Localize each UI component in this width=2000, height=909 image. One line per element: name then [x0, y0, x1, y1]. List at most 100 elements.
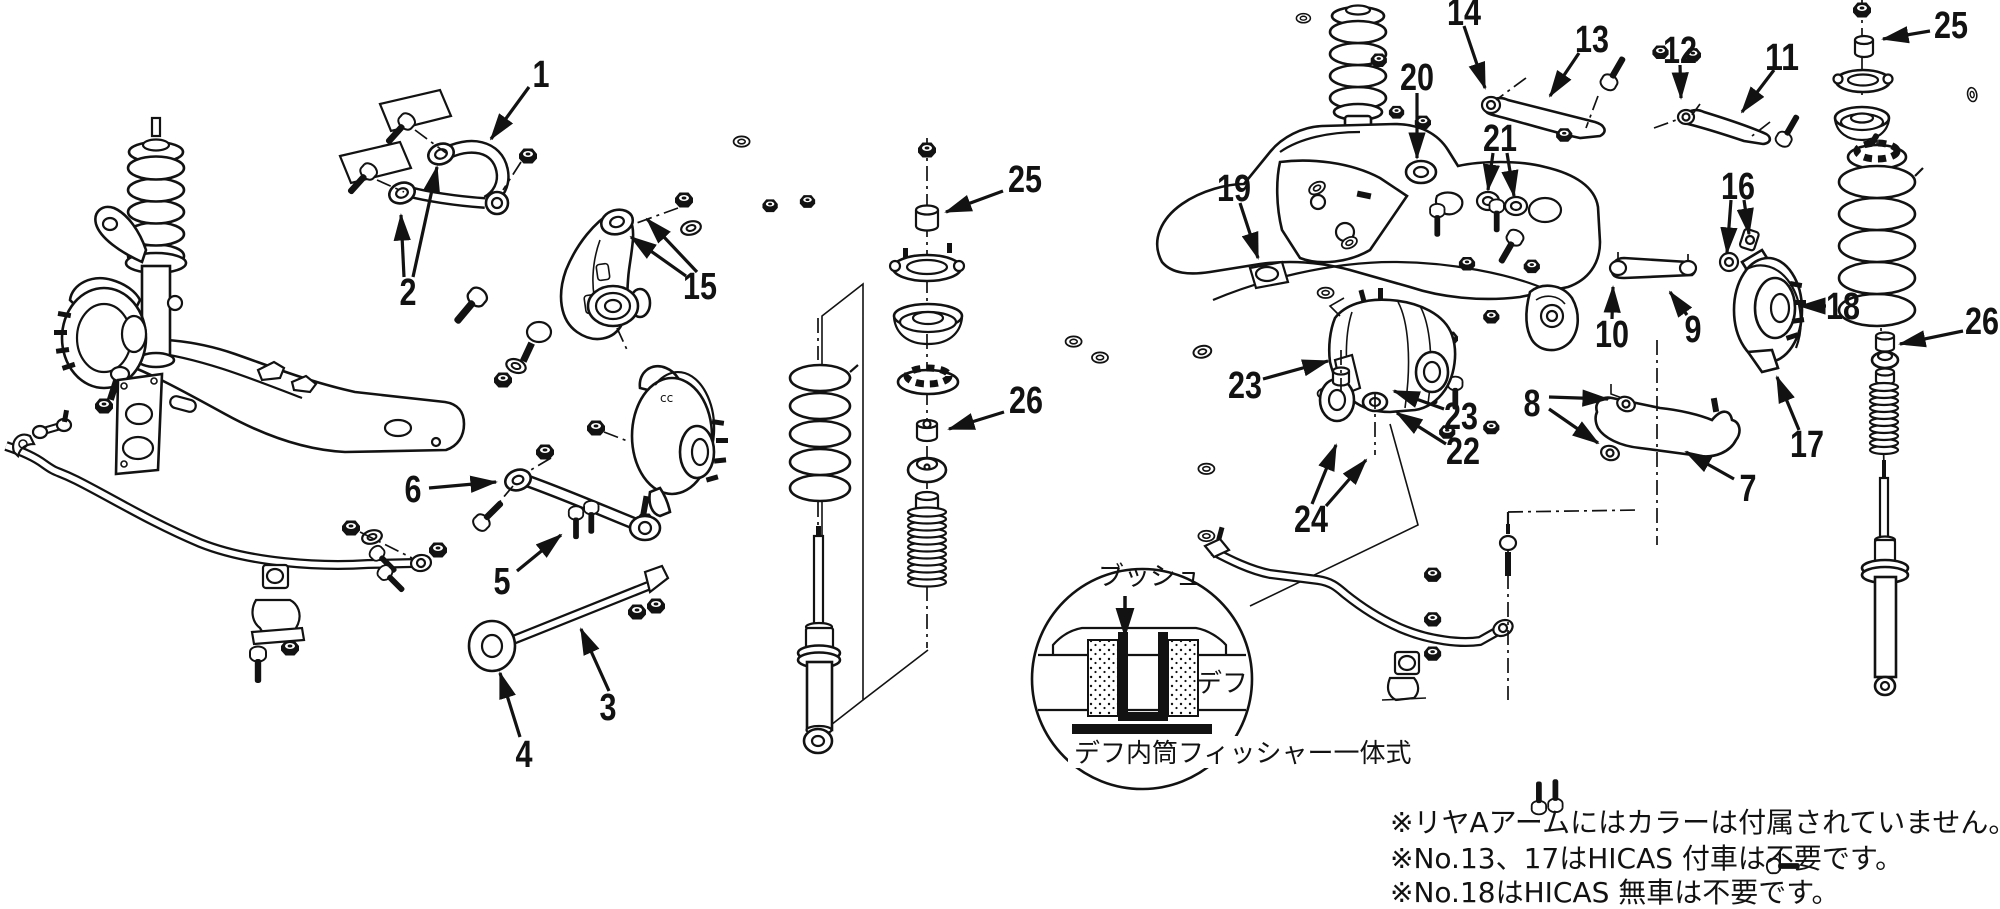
callout-leader — [1603, 285, 1621, 320]
callout-leader — [1740, 69, 1776, 114]
part-number-label: 5 — [494, 561, 511, 603]
part-number-label: 18 — [1826, 286, 1860, 328]
part-number-label: 10 — [1595, 314, 1629, 356]
rear-subframe — [1156, 122, 1602, 302]
part-number-label: 6 — [405, 469, 422, 511]
callout-leader — [1720, 199, 1738, 255]
rear-lower-arm — [1316, 286, 1741, 545]
callout-leader — [579, 627, 611, 692]
front-tension-rod — [467, 499, 670, 673]
part-number-label: 16 — [1721, 166, 1755, 208]
callout-leader — [1262, 359, 1330, 381]
callout-leader — [629, 235, 687, 278]
stabilizer-link-stack — [1197, 462, 1641, 700]
part-number-label: 26 — [1965, 301, 1999, 343]
part-number-label: 15 — [683, 266, 717, 308]
differential — [1318, 288, 1457, 423]
part-number-label: 26 — [1009, 380, 1043, 422]
rear-knuckle-housing — [1525, 284, 1580, 352]
part-number-label: 8 — [1524, 383, 1541, 425]
rear-upper-link-front — [1305, 52, 1632, 199]
part-number-label: 23 — [1228, 365, 1262, 407]
front-strut-exploded — [732, 135, 966, 755]
callout-leader — [1395, 411, 1447, 446]
callout-leader — [1324, 458, 1368, 508]
callout-leader — [1898, 329, 1964, 348]
inset-diff-label: デフ — [1196, 669, 1248, 699]
part-number-label: 3 — [600, 687, 617, 729]
callout-leader — [1548, 407, 1600, 445]
part-number-label: 24 — [1294, 499, 1328, 541]
callout-leader — [947, 410, 1005, 431]
hub-marking: cc — [660, 391, 673, 405]
part-number-label: 1 — [533, 54, 550, 96]
callout-leader — [944, 189, 1004, 214]
part-number-label: 23 — [1444, 396, 1478, 438]
front-upper-arm — [338, 88, 537, 330]
part-number-label: 7 — [1740, 468, 1757, 510]
rear-stabilizer-bar — [1203, 526, 1564, 816]
callout-leader — [1548, 52, 1581, 98]
callout-leader — [1736, 199, 1754, 236]
inset-caption: デフ内筒フィッシャー一体式 — [1074, 739, 1411, 769]
callout-leader — [1501, 152, 1519, 198]
coil-spring — [788, 363, 859, 503]
dust-boot — [906, 506, 948, 588]
front-subframe — [106, 338, 466, 454]
callout-leader — [1392, 389, 1445, 411]
rear-upper-link-rear — [1339, 103, 1885, 252]
part-number-label: 13 — [1575, 19, 1609, 61]
shock-absorber — [796, 526, 842, 755]
callout-leader — [498, 671, 522, 738]
rear-lower-links — [1429, 198, 1698, 280]
callout-leader — [1548, 389, 1610, 407]
callout-leader — [1775, 375, 1801, 431]
part-number-label: 12 — [1663, 30, 1697, 72]
front-suspension-assembly: cc — [4, 88, 728, 684]
rear-shock-absorber — [1860, 460, 1910, 697]
part-number-label: 21 — [1483, 118, 1517, 160]
callout-leader — [1668, 290, 1693, 318]
note-line-1: ※リヤAアームにはカラーは付属されていません。 — [1390, 806, 2000, 839]
part-number-label: 25 — [1008, 159, 1042, 201]
callout-leader — [393, 213, 411, 278]
part-number-label: 4 — [516, 734, 533, 776]
callout-leader — [1310, 443, 1338, 505]
front-hub-shield: cc — [523, 365, 728, 529]
front-lower-arm — [494, 192, 704, 388]
part-number-label: 25 — [1934, 5, 1968, 47]
callout-leader — [489, 86, 531, 141]
callout-leader — [1462, 25, 1487, 90]
part-number-label: 2 — [400, 272, 417, 314]
callout-leader — [1881, 26, 1931, 44]
callout-leader — [1671, 64, 1689, 100]
inset-detail: ブッシュ デフ デフ内筒フィッシャー一体式 — [1030, 562, 1411, 791]
part-number-label: 19 — [1217, 168, 1251, 210]
rear-shock-exploded — [1295, 0, 1979, 875]
front-knuckle-hub — [54, 205, 164, 476]
front-stabilizer-bar — [4, 409, 447, 684]
rear-suspension-assembly — [1064, 4, 1885, 816]
callout-leader — [1238, 202, 1260, 260]
rear-coil-spring — [1837, 164, 1924, 328]
callout-leader — [645, 217, 699, 274]
inset-bush-label: ブッシュ — [1098, 562, 1202, 592]
note-line-2: ※No.13、17はHICAS 付車は不要です。 — [1390, 842, 1903, 875]
front-compression-arm — [469, 468, 662, 542]
strut-mount-stack — [732, 135, 966, 648]
part-number-label: 17 — [1790, 424, 1824, 466]
callout-leader — [411, 165, 440, 278]
notes: ※リヤAアームにはカラーは付属されていません。 ※No.13、17はHICAS … — [1390, 806, 2000, 909]
rear-dust-boot — [1868, 367, 1900, 456]
part-number-label: 20 — [1400, 57, 1434, 99]
rear-hub-knuckle — [1732, 248, 1806, 374]
callout-leader — [1684, 450, 1735, 481]
callout-leader — [1482, 152, 1500, 192]
callout-leader — [428, 475, 498, 493]
callout-leader — [515, 533, 563, 573]
part-number-label: 11 — [1765, 37, 1799, 79]
part-number-label: 22 — [1446, 431, 1480, 473]
